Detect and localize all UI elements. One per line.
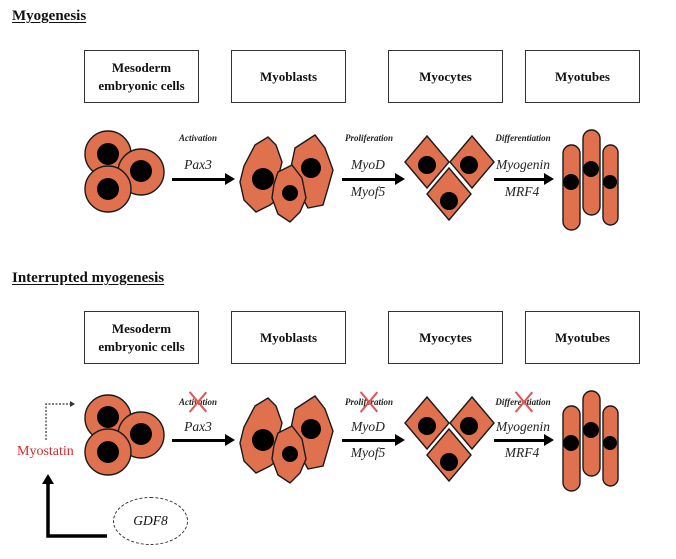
mesoderm-cell bbox=[84, 165, 132, 213]
myocyte-nucleus bbox=[460, 156, 478, 174]
myotube-nucleus bbox=[603, 175, 617, 189]
myotube-cells bbox=[562, 129, 619, 231]
myocyte-nucleus bbox=[460, 417, 478, 435]
myostatin-dotted-arrow bbox=[45, 403, 70, 440]
arrow-activation bbox=[172, 434, 235, 446]
myotube-nucleus bbox=[603, 436, 617, 450]
stage-box-mesoderm: Mesoderm embryonic cells bbox=[84, 311, 199, 364]
gene-pax3: Pax3 bbox=[184, 419, 212, 434]
myotube-nucleus bbox=[563, 174, 579, 190]
myoblast-nucleus bbox=[282, 446, 298, 462]
stage-label-line: Mesoderm bbox=[111, 320, 172, 336]
arrow-proliferation bbox=[342, 173, 405, 185]
gdf8-to-myostatin-arrow bbox=[46, 482, 107, 538]
arrow-differentiation bbox=[494, 434, 554, 446]
myotube-nucleus bbox=[583, 422, 599, 438]
myoblast-nucleus bbox=[301, 419, 321, 439]
stage-box-myotubes: Myotubes bbox=[525, 50, 640, 103]
stage-box-mesoderm: Mesoderm embryonic cells bbox=[84, 50, 199, 103]
gene-myod: MyoD bbox=[351, 419, 385, 434]
section-title-myogenesis: Myogenesis bbox=[12, 8, 87, 24]
myoblast-cells bbox=[239, 134, 334, 223]
step-label-proliferation: Proliferation bbox=[344, 133, 393, 143]
cell-illustrations-row-1 bbox=[84, 129, 619, 231]
gene-mrf4: MRF4 bbox=[504, 184, 540, 199]
myocyte-nucleus bbox=[440, 192, 458, 210]
myoblast-nucleus bbox=[252, 168, 274, 190]
gene-pax3: Pax3 bbox=[184, 157, 212, 172]
step-label-differentiation: Differentiation bbox=[495, 133, 551, 143]
gene-myof5: Myof5 bbox=[350, 184, 386, 199]
gene-mrf4: MRF4 bbox=[504, 445, 540, 460]
myoblast-cells bbox=[239, 395, 334, 484]
stage-box-myoblasts: Myoblasts bbox=[231, 311, 346, 364]
arrow-differentiation bbox=[494, 173, 554, 185]
mesoderm-cell bbox=[84, 428, 132, 476]
stage-label-line: Mesoderm bbox=[111, 59, 172, 75]
dotted-arrowhead-icon bbox=[70, 401, 75, 407]
myoblast-nucleus bbox=[252, 429, 274, 451]
myotube-cells bbox=[562, 390, 619, 492]
myotube-nucleus bbox=[563, 435, 579, 451]
stage-label-line: embryonic cells bbox=[98, 338, 185, 354]
myocyte-cells bbox=[404, 395, 495, 483]
gene-myof5: Myof5 bbox=[350, 445, 386, 460]
gene-myogenin: Myogenin bbox=[496, 419, 550, 434]
stage-box-myotubes: Myotubes bbox=[525, 311, 640, 364]
gdf8-gene-ellipse: GDF8 bbox=[113, 497, 188, 545]
arrowhead-up-icon bbox=[42, 474, 54, 484]
arrow-activation bbox=[172, 173, 235, 185]
myostatin-label: Myostatin bbox=[17, 444, 74, 459]
myotube-nucleus bbox=[583, 161, 599, 177]
myocyte-nucleus bbox=[440, 453, 458, 471]
stage-label-line: embryonic cells bbox=[98, 77, 185, 93]
myoblast-nucleus bbox=[282, 185, 298, 201]
myocyte-cells bbox=[404, 134, 495, 222]
gene-myogenin: Myogenin bbox=[496, 157, 550, 172]
myoblast-nucleus bbox=[301, 158, 321, 178]
stage-box-myoblasts: Myoblasts bbox=[231, 50, 346, 103]
stage-box-myocytes: Myocytes bbox=[388, 50, 503, 103]
myocyte-nucleus bbox=[418, 417, 436, 435]
mesoderm-cells bbox=[84, 130, 165, 213]
gene-myod: MyoD bbox=[351, 157, 385, 172]
arrow-proliferation bbox=[342, 434, 405, 446]
mesoderm-cells bbox=[84, 394, 165, 476]
myocyte-nucleus bbox=[418, 156, 436, 174]
section-title-interrupted-myogenesis: Interrupted myogenesis bbox=[12, 270, 165, 286]
step-label-activation: Activation bbox=[179, 133, 217, 143]
stage-box-myocytes: Myocytes bbox=[388, 311, 503, 364]
